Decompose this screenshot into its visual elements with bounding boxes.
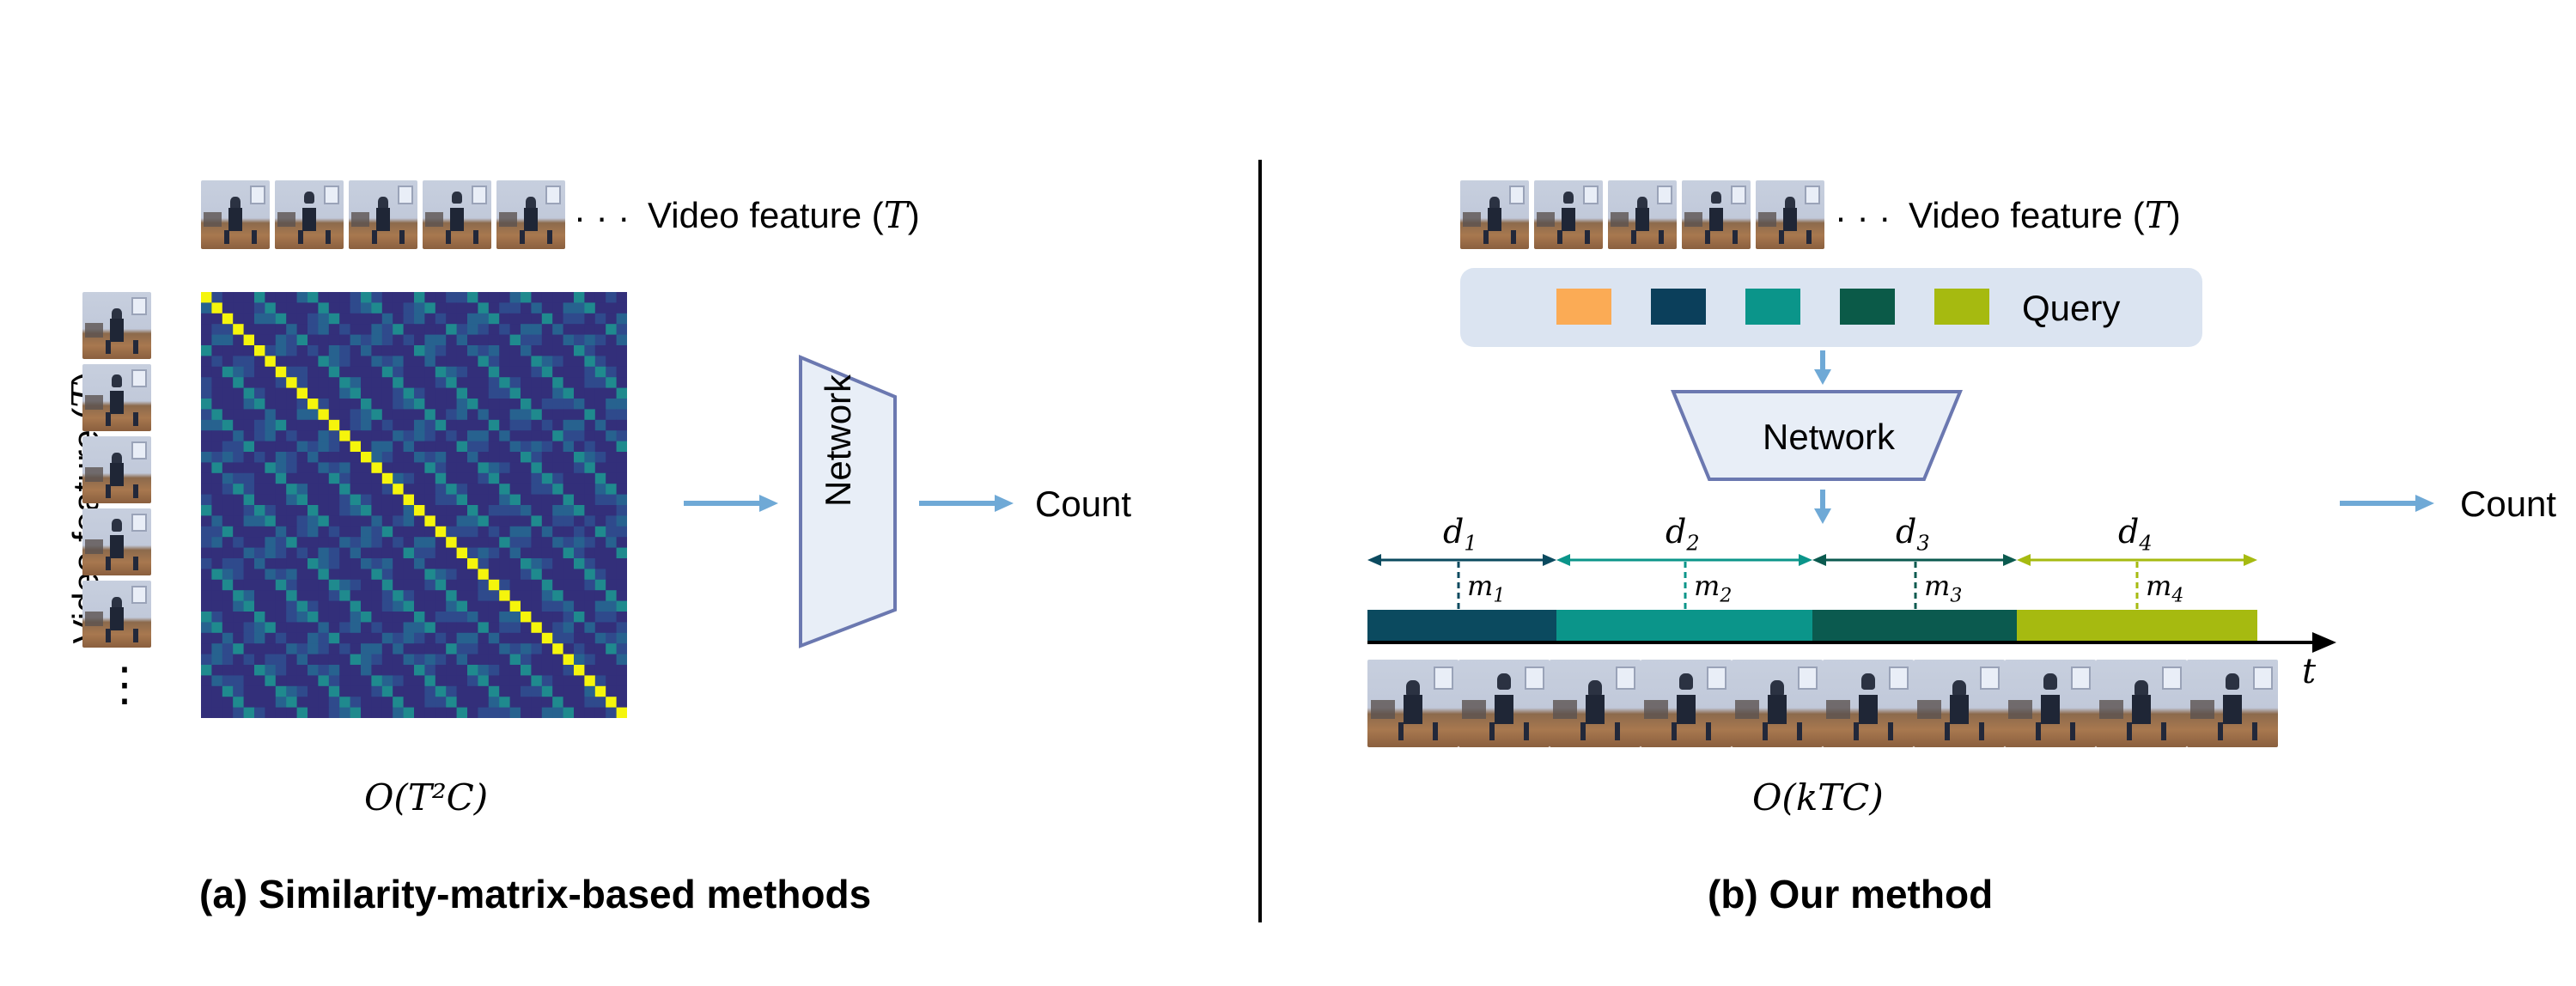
right-video-feature-label: Video feature (T) xyxy=(1909,194,2181,236)
right-complexity: O(kTC) xyxy=(1752,776,1884,819)
duration-label: d4 xyxy=(2118,513,2153,556)
video-frame-thumbnail xyxy=(496,180,565,249)
video-frame-thumbnail xyxy=(82,436,151,503)
left-network-label: Network xyxy=(818,374,858,507)
right-arrow-query-head xyxy=(1814,369,1831,385)
duration-arrow-head xyxy=(2017,554,2031,566)
duration-label: d3 xyxy=(1896,513,1930,556)
video-frame-thumbnail xyxy=(1641,660,1732,747)
midpoint-label: m2 xyxy=(1694,569,1733,607)
video-frame-thumbnail xyxy=(1756,180,1824,249)
video-frame-thumbnail xyxy=(82,292,151,359)
video-frame-thumbnail xyxy=(275,180,344,249)
video-frame-thumbnail xyxy=(1608,180,1677,249)
duration-arrow-head xyxy=(2244,554,2257,566)
query-label: Query xyxy=(2022,288,2121,328)
duration-label: d1 xyxy=(1443,513,1477,556)
timeline-segment xyxy=(1812,610,2017,641)
right-network-diagram xyxy=(1671,350,1963,524)
query-swatch xyxy=(1556,289,1611,325)
left-ellipsis-top: · · · xyxy=(574,197,630,237)
left-count-label: Count xyxy=(1035,484,1132,524)
video-frame-thumbnail xyxy=(2096,660,2187,747)
midpoint-label: m4 xyxy=(2146,569,2184,607)
duration-label: d2 xyxy=(1666,513,1700,556)
video-frame-thumbnail xyxy=(349,180,417,249)
video-frame-thumbnail xyxy=(82,508,151,575)
video-frame-thumbnail xyxy=(2187,660,2278,747)
time-axis-arrow-head xyxy=(2312,632,2336,653)
video-frame-thumbnail xyxy=(1459,660,1550,747)
right-arrow-network-head xyxy=(1814,508,1831,524)
right-caption: (b) Our method xyxy=(1708,872,1994,916)
left-arrow-in-head xyxy=(759,495,778,512)
query-swatch xyxy=(1745,289,1800,325)
query-swatch xyxy=(1934,289,1989,325)
right-count-arrow xyxy=(2340,495,2434,512)
midpoint-label: m3 xyxy=(1924,569,1963,607)
duration-arrow-head xyxy=(1543,554,1556,566)
timeline-segment xyxy=(1556,610,1812,641)
right-arrow-out-head xyxy=(2415,495,2434,512)
duration-arrow-head xyxy=(1799,554,1812,566)
left-complexity: O(T²C) xyxy=(364,776,489,819)
right-count-label: Count xyxy=(2460,484,2557,524)
timeline xyxy=(1367,554,2336,653)
left-network-block xyxy=(799,354,897,648)
duration-arrow-head xyxy=(1812,554,1826,566)
video-frame-thumbnail xyxy=(1534,180,1603,249)
left-arrow-out-head xyxy=(995,495,1014,512)
query-swatch xyxy=(1651,289,1706,325)
video-frame-thumbnail xyxy=(201,180,270,249)
video-frame-thumbnail xyxy=(1460,180,1529,249)
right-network-label: Network xyxy=(1763,417,1896,457)
right-ellipsis-top: · · · xyxy=(1835,197,1891,237)
left-network-diagram xyxy=(684,354,1014,648)
panel-divider xyxy=(1258,160,1262,922)
left-video-feature-top-label: Video feature (T) xyxy=(648,194,920,236)
time-axis-label: t xyxy=(2302,652,2317,691)
left-ellipsis-vertical: ⋮ xyxy=(101,659,148,710)
timeline-segment xyxy=(2017,610,2257,641)
left-caption: (a) Similarity-matrix-based methods xyxy=(199,872,872,916)
video-frame-thumbnail xyxy=(423,180,491,249)
video-frame-thumbnail xyxy=(1682,180,1751,249)
duration-arrow-head xyxy=(1556,554,1570,566)
midpoint-label: m1 xyxy=(1467,569,1506,607)
video-frame-thumbnail xyxy=(1367,660,1459,747)
duration-arrow-head xyxy=(1367,554,1381,566)
timeline-segment xyxy=(1367,610,1556,641)
right-network-block xyxy=(1671,390,1963,481)
similarity-matrix xyxy=(201,292,627,718)
video-frame-thumbnail xyxy=(82,581,151,648)
video-frame-thumbnail xyxy=(1732,660,1823,747)
query-swatch xyxy=(1840,289,1895,325)
video-frame-thumbnail xyxy=(1823,660,1914,747)
video-frame-thumbnail xyxy=(1914,660,2005,747)
video-frame-thumbnail xyxy=(82,364,151,431)
video-frame-thumbnail xyxy=(1550,660,1641,747)
video-frame-thumbnail xyxy=(2005,660,2096,747)
duration-arrow-head xyxy=(2003,554,2017,566)
